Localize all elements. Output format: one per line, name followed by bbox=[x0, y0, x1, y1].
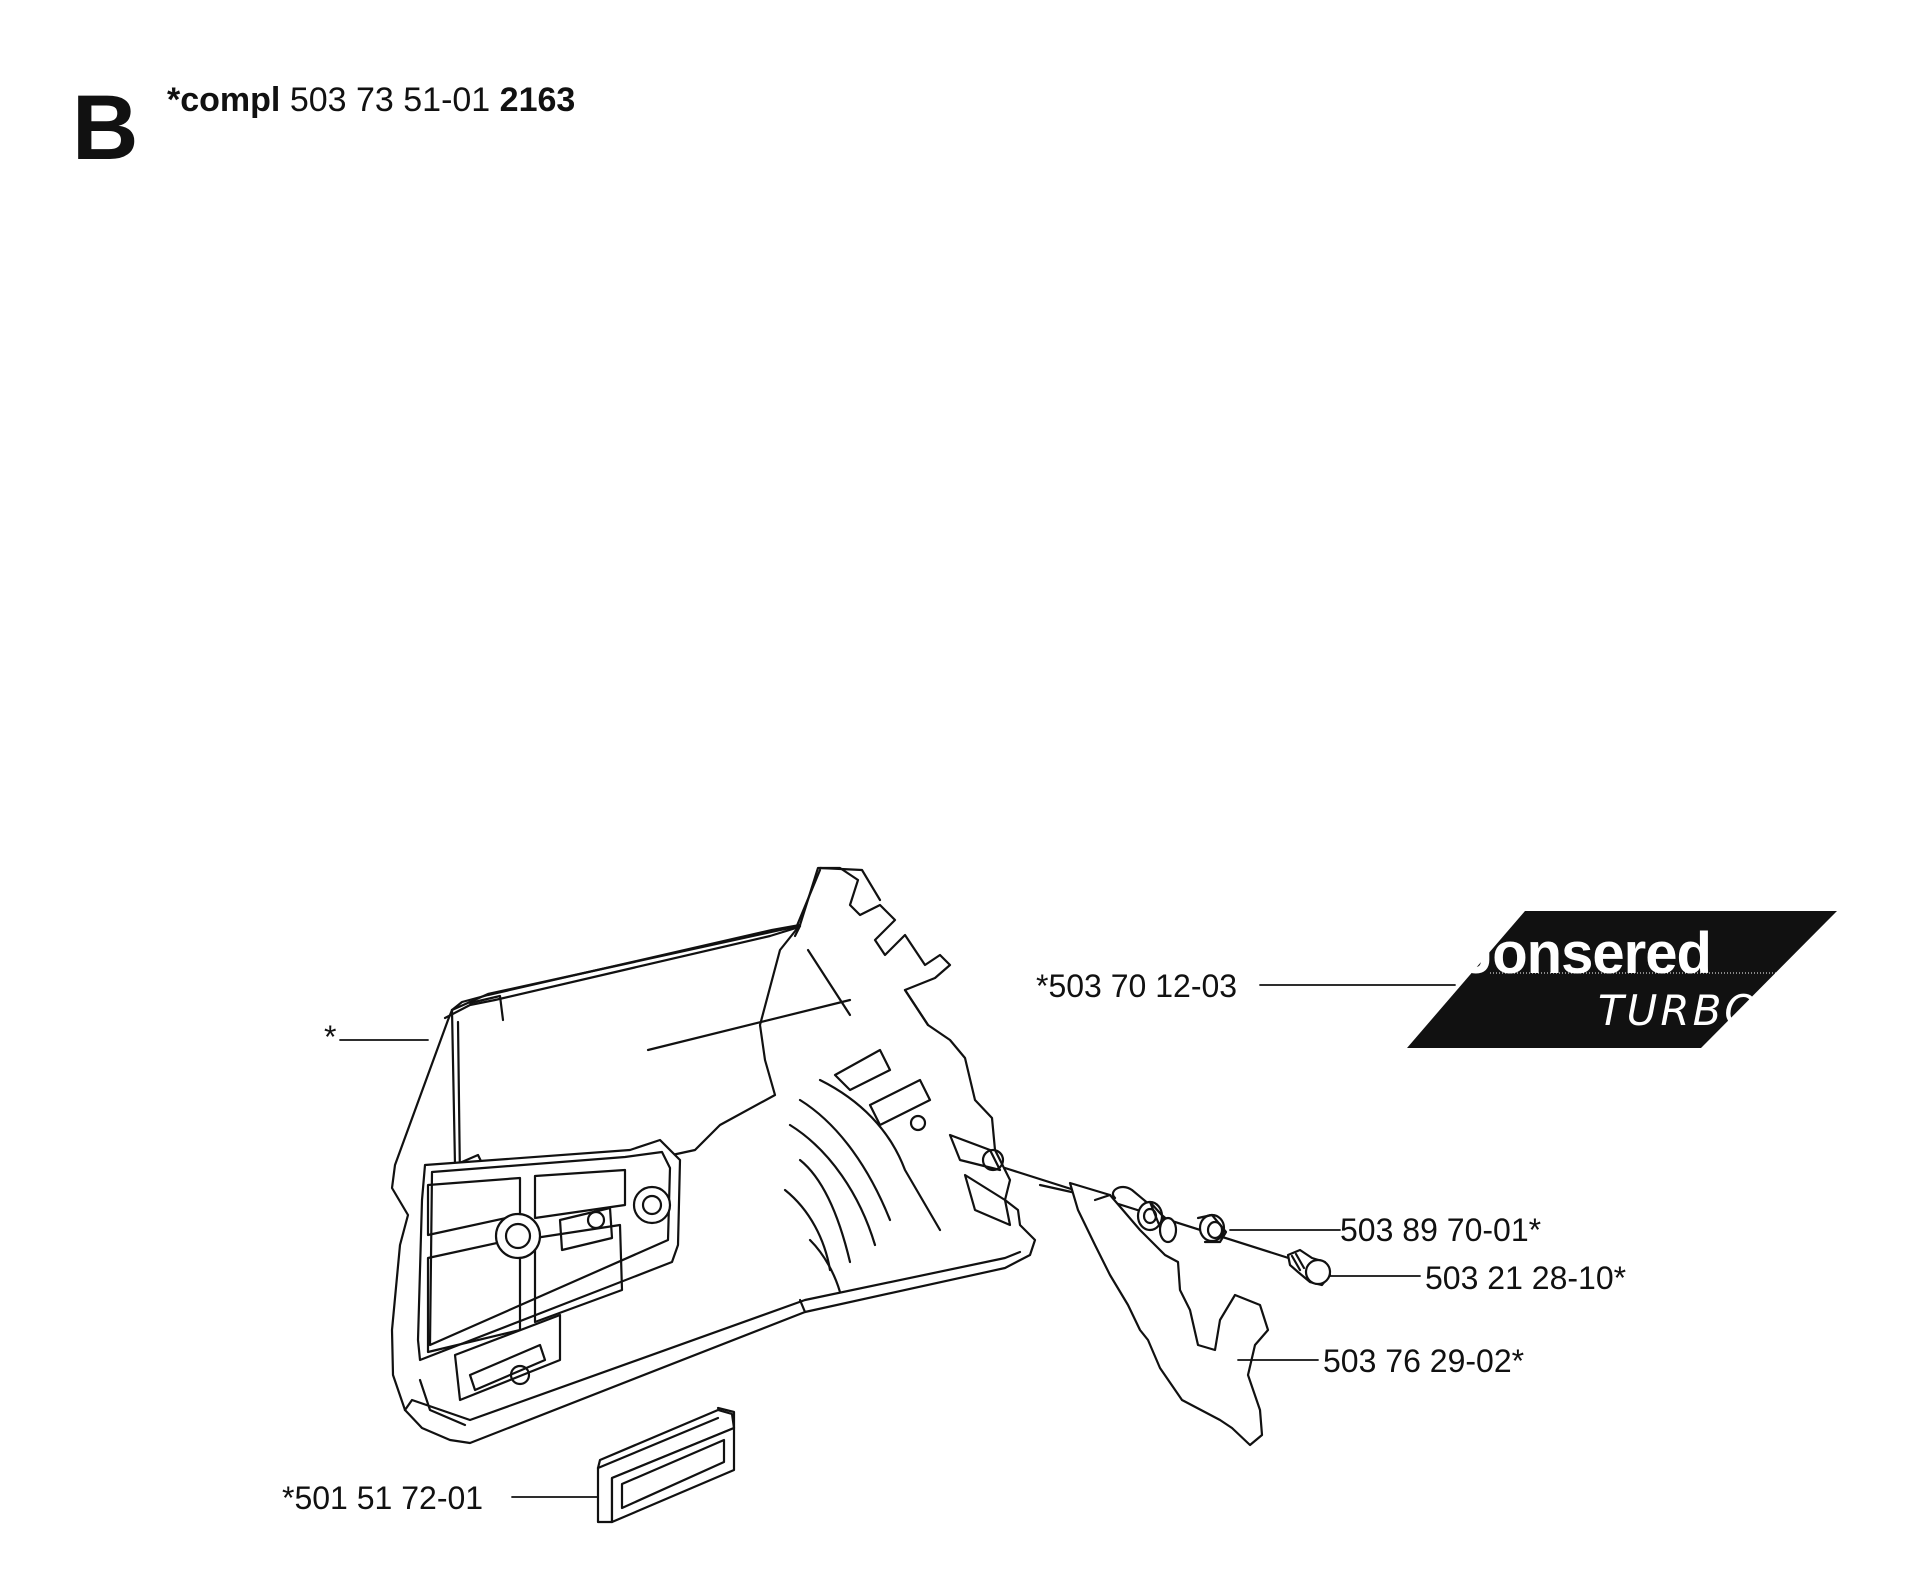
chain-guard-plate-drawing bbox=[1068, 1181, 1270, 1447]
part-label-chain-guard-plate: 503 76 29-02* bbox=[1323, 1343, 1525, 1379]
screw-drawing bbox=[1286, 1248, 1332, 1287]
part-label-washer: 503 89 70-01* bbox=[1340, 1212, 1542, 1248]
decal-subtext: TURBO bbox=[1598, 986, 1760, 1035]
part-label-decal: *503 70 12-03 bbox=[1036, 968, 1238, 1004]
chain-catcher-drawing bbox=[596, 1406, 736, 1524]
assembly-header: *compl 503 73 51-01 2163 bbox=[167, 83, 575, 117]
model-number: 2163 bbox=[499, 81, 576, 119]
washer-drawing bbox=[1136, 1200, 1228, 1244]
clutch-cover-drawing bbox=[390, 866, 1037, 1445]
part-label-chain-catcher: *501 51 72-01 bbox=[282, 1480, 484, 1516]
leader-lines bbox=[339, 984, 1456, 1498]
part-label-clutch-cover: * bbox=[324, 1019, 337, 1055]
jonsered-decal: Jonsered TURBO bbox=[1407, 911, 1837, 1048]
assembly-number: 503 73 51-01 bbox=[289, 81, 491, 119]
section-letter: B bbox=[72, 77, 138, 179]
assembly-prefix: *compl bbox=[167, 81, 281, 119]
decal-brand-text: Jonsered bbox=[1461, 921, 1711, 986]
part-label-screw: 503 21 28-10* bbox=[1425, 1260, 1627, 1296]
